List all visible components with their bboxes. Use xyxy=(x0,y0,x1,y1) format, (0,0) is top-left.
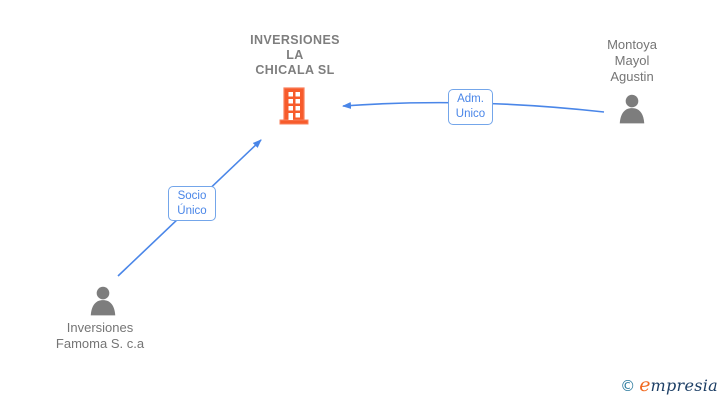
edge-label-text: Socio Único xyxy=(177,189,207,217)
edge-label-adm-unico: Adm. Unico xyxy=(448,89,493,125)
edge-label-text: Adm. Unico xyxy=(455,93,486,120)
administrator-node-label[interactable]: Montoya Mayol Agustin xyxy=(572,37,692,85)
brand-wordmark: empresia xyxy=(639,374,718,396)
person-icon[interactable] xyxy=(89,285,117,321)
brand-rest: mpresia xyxy=(650,376,718,395)
company-node-label[interactable]: INVERSIONES LA CHICALA SL xyxy=(195,33,395,78)
administrator-name: Montoya Mayol Agustin xyxy=(607,37,657,84)
empresia-logo[interactable]: © empresia xyxy=(620,374,718,396)
edge-label-socio-unico: Socio Único xyxy=(168,186,216,221)
copyright-icon: © xyxy=(620,377,636,395)
person-icon[interactable] xyxy=(618,93,646,129)
brand-initial: e xyxy=(639,374,651,396)
company-name: INVERSIONES LA CHICALA SL xyxy=(250,33,340,77)
shareholder-node-label[interactable]: Inversiones Famoma S. c.a xyxy=(39,320,161,352)
shareholder-name: Inversiones Famoma S. c.a xyxy=(55,320,145,351)
building-icon[interactable] xyxy=(278,87,310,130)
